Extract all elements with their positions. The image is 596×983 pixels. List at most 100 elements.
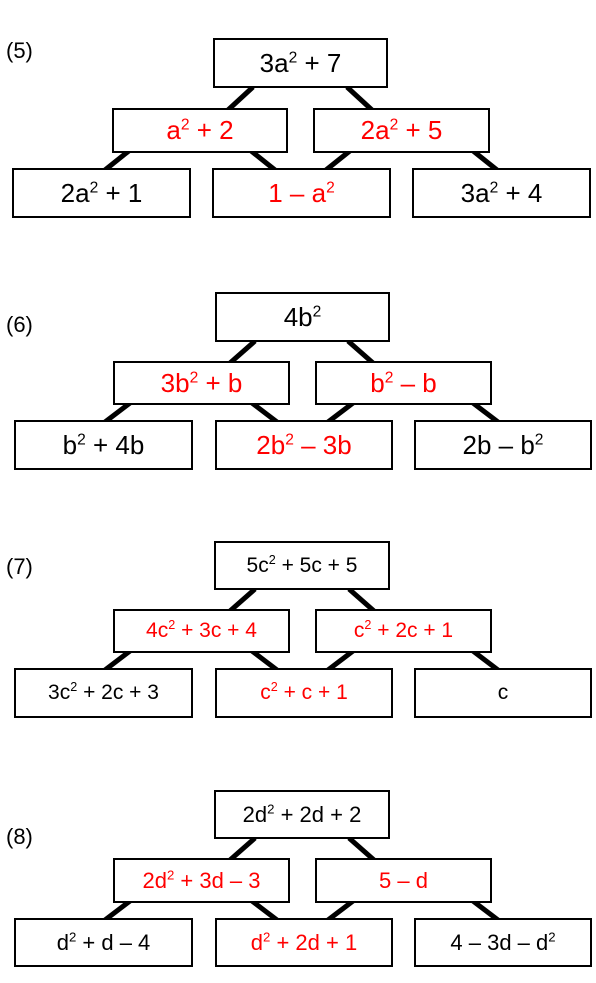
expression-base: 2b – b (462, 429, 535, 460)
expression-tail: + 1 (98, 177, 143, 208)
exponent: 2 (285, 430, 294, 448)
expression-tail: + 4 (498, 177, 543, 208)
expression-tail: + d – 4 (76, 929, 151, 955)
expression-tail: + 2d + 2 (274, 801, 362, 827)
expression-base: 2a (60, 177, 90, 208)
expression-base: 3a (460, 177, 490, 208)
expression-base: 2d (242, 801, 268, 827)
expression-base: b (62, 429, 78, 460)
bottom-box-middle: c2 + c + 1 (215, 668, 393, 718)
expression-text: 2b – b2 (463, 430, 544, 461)
expression-base: 2a (360, 115, 390, 145)
expression-text: 3a2 + 7 (260, 48, 342, 79)
bottom-box-right: 2b – b2 (414, 420, 592, 470)
expression-tail: + 3d – 3 (174, 867, 261, 893)
pyramid-8: (8) 2d2 + 2d + 2 2d2 + 3d – 3 5 – d d2 +… (0, 760, 596, 967)
expression-text: 4c2 + 3c + 4 (146, 619, 257, 643)
problem-label: (5) (6, 38, 33, 63)
expression-text: c2 + c + 1 (260, 681, 348, 705)
expression-base: 3b (160, 367, 190, 398)
bottom-box-left: b2 + 4b (14, 420, 193, 470)
expression-text: 3b2 + b (161, 368, 243, 399)
expression-base: d (56, 929, 69, 955)
bottom-box-right: c (414, 668, 592, 718)
expression-tail: + 2 (189, 115, 234, 145)
bottom-box-middle: d2 + 2d + 1 (215, 918, 393, 967)
exponent: 2 (312, 302, 322, 320)
expression-text: 2a2 + 5 (361, 115, 443, 146)
exponent: 2 (534, 430, 544, 448)
expression-text: 4b2 (284, 302, 322, 333)
expression-tail: + 3c + 4 (175, 619, 257, 642)
bottom-box-middle: 1 – a2 (212, 168, 391, 218)
exponent: 2 (77, 430, 86, 448)
exponent: 2 (189, 368, 199, 386)
top-box: 2d2 + 2d + 2 (214, 790, 390, 839)
top-box: 4b2 (215, 292, 390, 342)
middle-box-right: 5 – d (315, 858, 492, 903)
bottom-box-left: 3c2 + 2c + 3 (14, 668, 193, 718)
expression-tail: – 3b (293, 429, 352, 460)
expression-text: b2 + 4b (63, 430, 145, 461)
expression-tail: + 2d + 1 (270, 929, 358, 955)
pyramid-6: (6) 4b2 3b2 + b b2 – b b2 + 4b 2b2 – 3b … (0, 260, 596, 470)
expression-base: 2b (256, 429, 286, 460)
bottom-box-left: 2a2 + 1 (12, 168, 191, 218)
expression-text: 2a2 + 1 (61, 178, 143, 209)
expression-base: b (370, 367, 385, 398)
exponent: 2 (267, 801, 275, 817)
exponent: 2 (180, 116, 190, 134)
connector-lines (103, 587, 500, 672)
connector-lines (103, 836, 500, 922)
expression-tail: + 4b (85, 429, 145, 460)
expression-text: 3a2 + 4 (461, 178, 543, 209)
expression-base: 5 – d (379, 867, 428, 893)
middle-box-left: 2d2 + 3d – 3 (113, 858, 290, 903)
expression-text: 4 – 3d – d2 (450, 930, 555, 956)
expression-base: c (353, 619, 365, 642)
exponent: 2 (389, 116, 399, 134)
expression-base: a (166, 115, 181, 145)
expression-base: 5c (246, 553, 269, 577)
exponent: 2 (548, 929, 556, 945)
exponent: 2 (489, 178, 499, 196)
middle-box-right: 2a2 + 5 (313, 108, 490, 153)
exponent: 2 (326, 178, 335, 196)
expression-tail: + 5 (398, 115, 443, 145)
middle-box-left: 4c2 + 3c + 4 (113, 609, 290, 653)
problem-label: (8) (6, 824, 33, 849)
expression-text: a2 + 2 (166, 115, 233, 146)
middle-box-right: c2 + 2c + 1 (315, 609, 492, 653)
expression-text: d2 + d – 4 (57, 930, 151, 956)
exponent: 2 (68, 929, 77, 945)
bottom-box-right: 4 – 3d – d2 (414, 918, 592, 967)
expression-text: d2 + 2d + 1 (251, 930, 357, 956)
expression-text: 5c2 + 5c + 5 (246, 553, 358, 578)
top-box: 3a2 + 7 (213, 38, 388, 88)
expression-text: b2 – b (370, 368, 437, 399)
expression-base: 1 – a (268, 177, 327, 208)
expression-tail: + b (198, 367, 243, 398)
bottom-box-middle: 2b2 – 3b (215, 420, 393, 470)
expression-text: 2d2 + 3d – 3 (142, 868, 260, 894)
expression-tail: + c + 1 (277, 681, 348, 704)
expression-text: 2d2 + 2d + 2 (243, 802, 362, 828)
expression-base: 3a (259, 47, 289, 78)
expression-text: 2b2 – 3b (256, 430, 351, 461)
exponent: 2 (384, 368, 394, 386)
expression-text: 1 – a2 (268, 178, 335, 209)
exponent: 2 (166, 867, 175, 883)
expression-text: 3c2 + 2c + 3 (48, 681, 159, 705)
pyramid-5: (5) 3a2 + 7 a2 + 2 2a2 + 5 2a2 + 1 1 – a… (0, 0, 596, 218)
exponent: 2 (70, 680, 78, 694)
bottom-box-right: 3a2 + 4 (412, 168, 591, 218)
exponent: 2 (263, 929, 271, 945)
expression-tail: + 7 (297, 47, 342, 78)
exponent: 2 (364, 618, 372, 632)
expression-base: c (497, 681, 509, 704)
expression-base: 4b (283, 301, 313, 332)
expression-tail: + 2c + 1 (371, 619, 454, 642)
expression-base: c (260, 681, 271, 704)
exponent: 2 (270, 680, 278, 694)
middle-box-left: 3b2 + b (113, 361, 290, 405)
